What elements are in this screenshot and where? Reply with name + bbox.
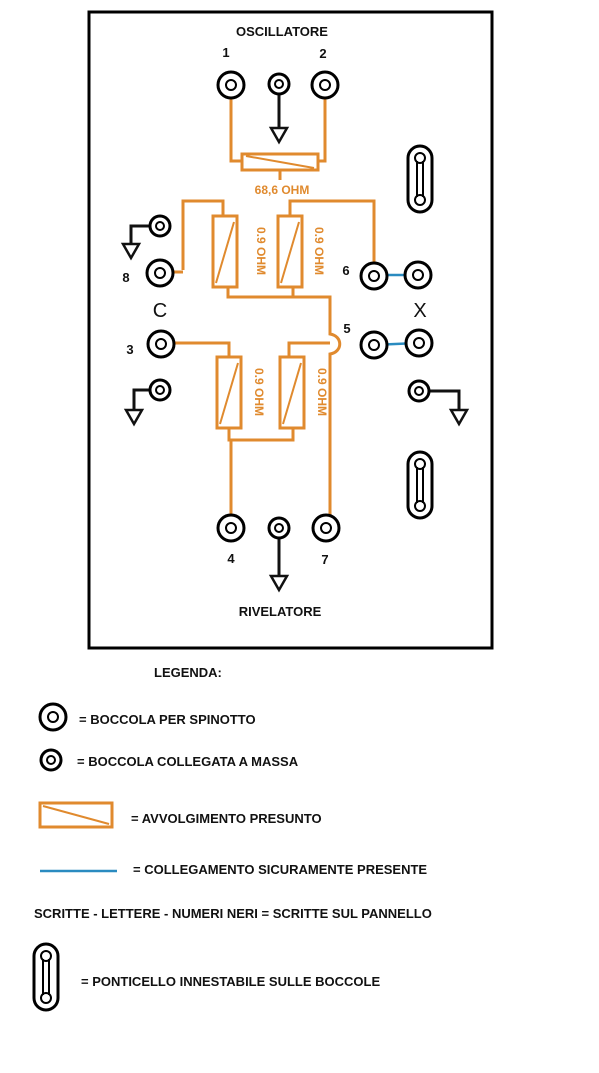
legend-item-winding: = AVVOLGIMENTO PRESUNTO bbox=[131, 811, 322, 826]
legend-socket-ground-icon bbox=[39, 748, 63, 772]
letter-x: X bbox=[413, 300, 426, 322]
legend-socket-plug-icon bbox=[38, 702, 68, 732]
coil-2-label: 0.9 OHM bbox=[312, 227, 326, 275]
socket-x-top bbox=[403, 260, 433, 290]
coil-3 bbox=[215, 355, 243, 430]
legend-jumper-icon bbox=[32, 942, 60, 1012]
socket-number-1: 1 bbox=[222, 45, 229, 60]
legend-title: LEGENDA: bbox=[154, 665, 222, 680]
letter-c: C bbox=[153, 300, 167, 322]
legend-item-jumper: = PONTICELLO INNESTABILE SULLE BOCCOLE bbox=[81, 974, 380, 989]
ground-sockets bbox=[148, 72, 431, 540]
legend-item-socket-plug: = BOCCOLA PER SPINOTTO bbox=[79, 712, 256, 727]
ground-socket-bottom bbox=[267, 516, 291, 540]
orange-wiring bbox=[160, 85, 376, 522]
plug-sockets bbox=[145, 70, 434, 543]
coil-4-label: 0.9 OHM bbox=[315, 368, 329, 416]
socket-number-2: 2 bbox=[319, 46, 326, 61]
ground-socket-right bbox=[407, 379, 431, 403]
ground-socket-left-lower bbox=[148, 378, 172, 402]
socket-1 bbox=[216, 70, 246, 100]
title-oscillatore: OSCILLATORE bbox=[236, 24, 328, 39]
socket-number-8: 8 bbox=[122, 270, 129, 285]
socket-number-3: 3 bbox=[126, 342, 133, 357]
socket-7 bbox=[311, 513, 341, 543]
socket-6 bbox=[359, 261, 389, 291]
title-rivelatore: RIVELATORE bbox=[239, 604, 322, 619]
ground-socket-top bbox=[267, 72, 291, 96]
jumper-bottom-right bbox=[406, 450, 434, 520]
socket-5 bbox=[359, 330, 389, 360]
coil-1 bbox=[211, 214, 239, 289]
socket-x-bottom bbox=[404, 328, 434, 358]
ground-socket-left-upper bbox=[148, 214, 172, 238]
socket-2 bbox=[310, 70, 340, 100]
legend-item-blue-line: = COLLEGAMENTO SICURAMENTE PRESENTE bbox=[133, 862, 427, 877]
socket-4 bbox=[216, 513, 246, 543]
legend-winding-icon bbox=[38, 801, 114, 829]
legend-item-socket-ground: = BOCCOLA COLLEGATA A MASSA bbox=[77, 754, 299, 769]
socket-number-5: 5 bbox=[343, 321, 350, 336]
resistor-top-label: 68,6 OHM bbox=[255, 183, 310, 197]
coil-3-label: 0.9 OHM bbox=[252, 368, 266, 416]
socket-8 bbox=[145, 258, 175, 288]
coil-1-label: 0.9 OHM bbox=[254, 227, 268, 275]
legend-item-black-text: SCRITTE - LETTERE - NUMERI NERI = SCRITT… bbox=[34, 906, 432, 921]
resistor-68-6 bbox=[240, 152, 320, 172]
socket-3 bbox=[146, 329, 176, 359]
socket-number-7: 7 bbox=[321, 552, 328, 567]
coil-2 bbox=[276, 214, 304, 289]
panel-border bbox=[87, 10, 494, 650]
socket-number-4: 4 bbox=[227, 551, 235, 566]
coil-4 bbox=[278, 355, 306, 430]
socket-number-6: 6 bbox=[342, 263, 349, 278]
jumper-top-right bbox=[406, 144, 434, 214]
